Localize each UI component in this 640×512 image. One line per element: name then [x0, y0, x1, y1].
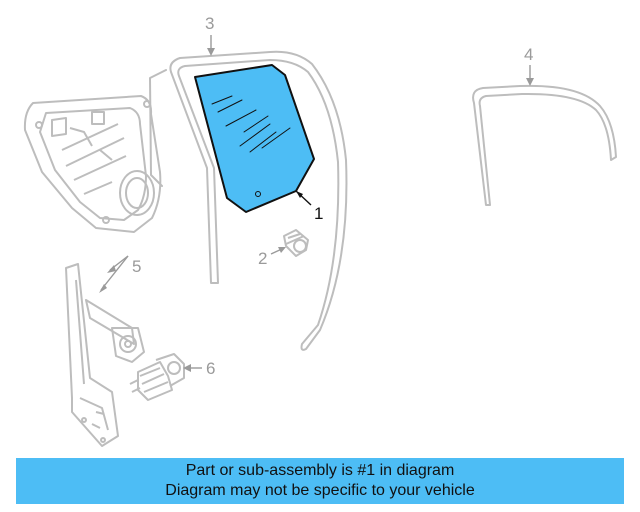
banner-line-2: Diagram may not be specific to your vehi… [165, 482, 475, 499]
part-5-window-regulator[interactable] [65, 263, 145, 447]
diagram-notice-banner: Part or sub-assembly is #1 in diagram Di… [16, 458, 624, 504]
callout-6: 6 [183, 359, 215, 378]
part-3-weatherstrip[interactable] [149, 50, 348, 351]
callout-1: 1 [295, 190, 323, 223]
callout-2: 2 [258, 247, 286, 268]
part-1-door-glass[interactable] [194, 64, 315, 213]
callout-4: 4 [524, 45, 534, 86]
banner-line-1: Part or sub-assembly is #1 in diagram [185, 462, 455, 479]
callout-3-label: 3 [205, 14, 214, 33]
callout-6-label: 6 [206, 359, 215, 378]
glass-mounting-hole [255, 191, 261, 197]
callout-3: 3 [205, 14, 215, 56]
callout-2-label: 2 [258, 249, 267, 268]
callout-5-label: 5 [132, 257, 141, 276]
callout-4-label: 4 [524, 45, 533, 64]
part-4-belt-molding[interactable] [472, 84, 617, 206]
callout-1-label: 1 [314, 204, 323, 223]
part-2-fastener[interactable] [283, 229, 309, 257]
part-6-regulator-motor[interactable] [129, 353, 185, 401]
door-inner-panel [23, 95, 162, 233]
door-glass-shape [194, 64, 315, 213]
glass-reflection-lines [211, 95, 291, 153]
callout-5: 5 [99, 255, 141, 293]
